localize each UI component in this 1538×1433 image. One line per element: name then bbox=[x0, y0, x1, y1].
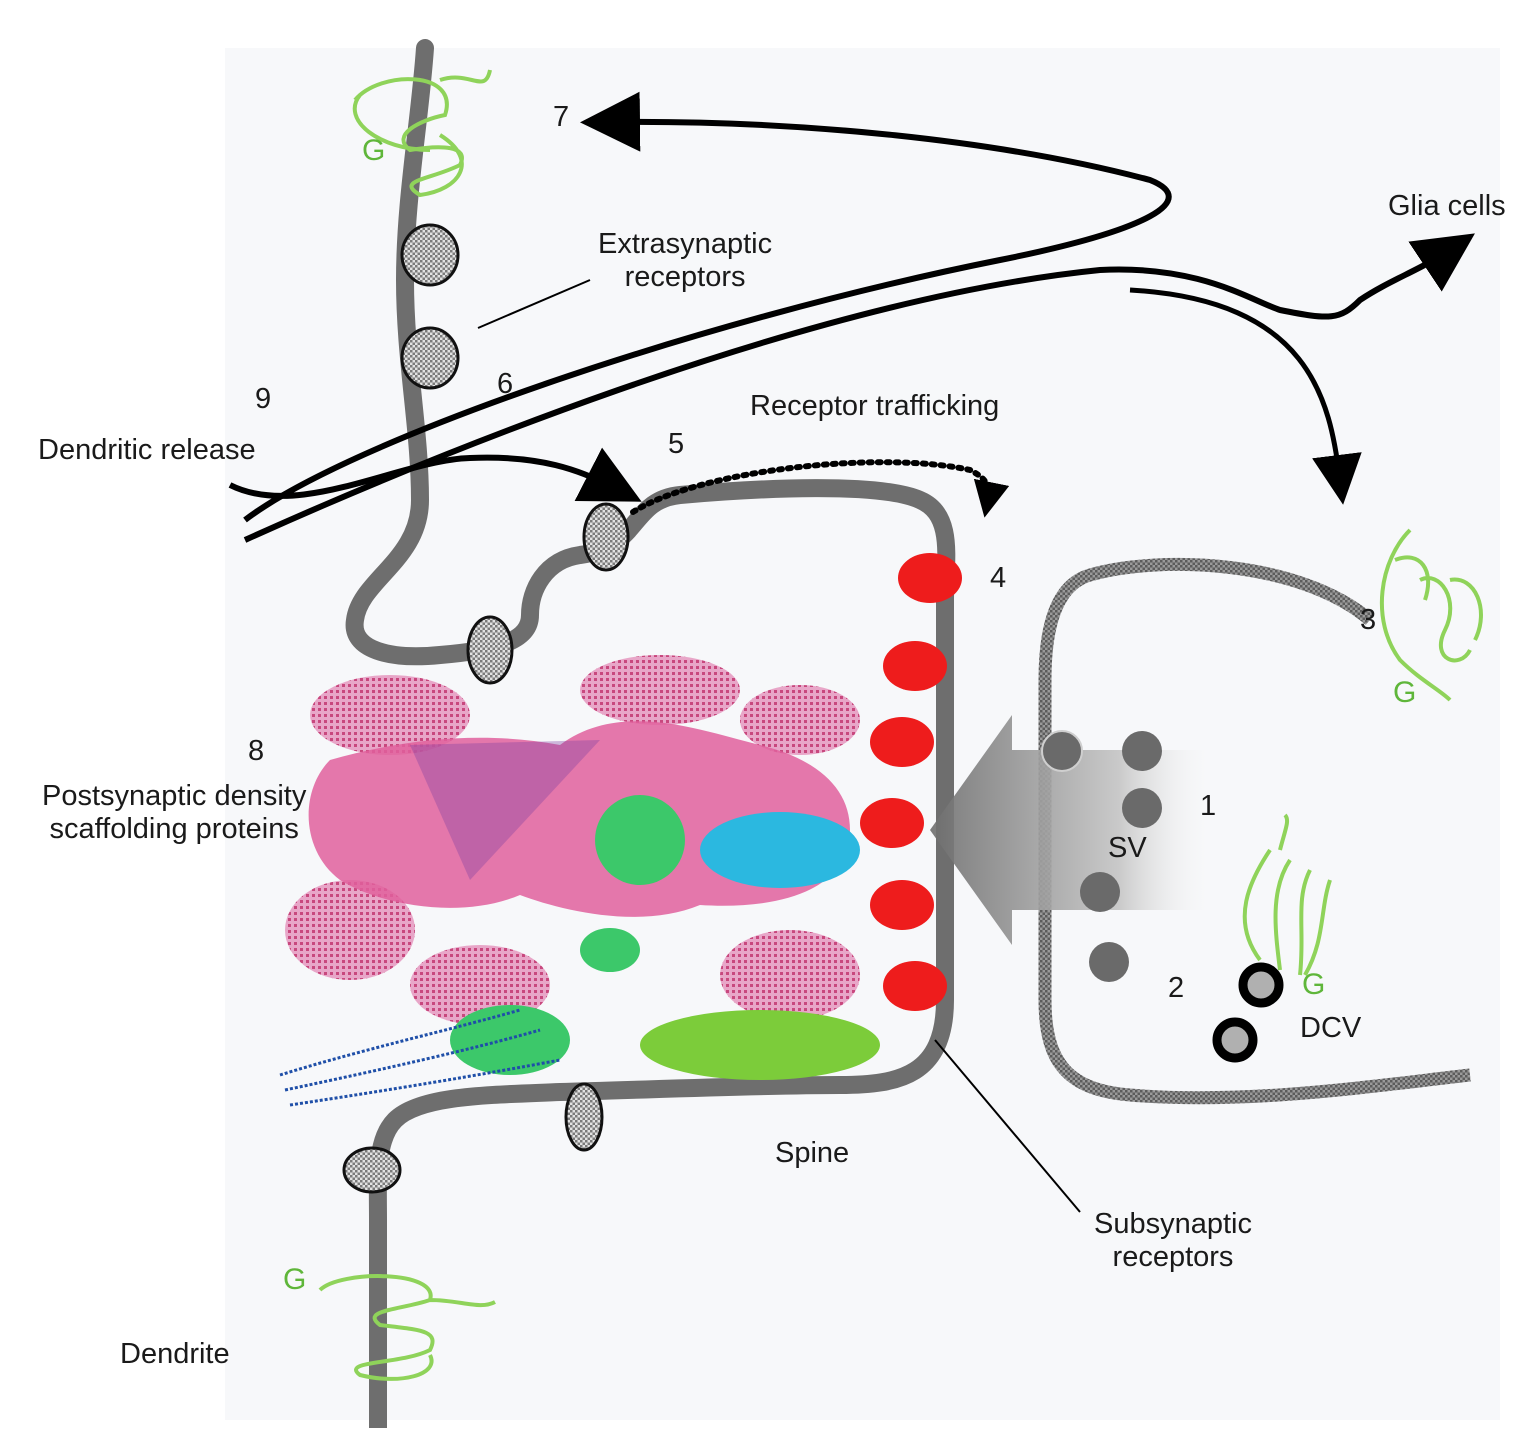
arrow-to-glia bbox=[243, 233, 1475, 543]
number-1: 1 bbox=[1200, 790, 1217, 822]
extrasynaptic-receptor bbox=[564, 1082, 604, 1152]
subsynaptic-label-line2: receptors bbox=[1112, 1241, 1234, 1273]
dense-core-vesicles bbox=[1212, 962, 1284, 1063]
release-arrow bbox=[930, 715, 1220, 945]
subsynaptic-receptor bbox=[860, 798, 924, 848]
dendrite-label: Dendrite bbox=[120, 1338, 230, 1370]
postsynaptic-density bbox=[279, 655, 880, 1107]
extrasynaptic-label-line2: receptors bbox=[624, 261, 746, 293]
subsynaptic-receptors bbox=[860, 553, 962, 1011]
psd-label-line2: scaffolding proteins bbox=[49, 813, 299, 845]
g-label-bottom: G bbox=[283, 1263, 307, 1296]
arrow-to-7 bbox=[243, 91, 1172, 523]
glycoprotein-dcv bbox=[1242, 813, 1332, 976]
psd-blob bbox=[310, 675, 470, 755]
glia-cells-label: Glia cells bbox=[1388, 190, 1506, 222]
glycoprotein-presynaptic bbox=[1379, 528, 1483, 702]
number-3: 3 bbox=[1360, 604, 1377, 636]
extrasynaptic-receptor bbox=[400, 326, 460, 390]
psd-blob bbox=[410, 945, 550, 1025]
vesicle bbox=[1041, 730, 1083, 772]
g-label-presynaptic: G bbox=[1393, 676, 1417, 709]
psd-label-line1: Postsynaptic density bbox=[42, 780, 307, 812]
vesicle bbox=[1089, 942, 1129, 982]
dcv bbox=[1238, 962, 1284, 1008]
glycoprotein-top bbox=[352, 69, 492, 198]
extrasynaptic-receptor bbox=[582, 502, 630, 572]
psd-cyan-protein bbox=[700, 812, 860, 888]
psd-green-protein bbox=[640, 1010, 880, 1080]
vesicle bbox=[1122, 788, 1162, 828]
psd-green-protein bbox=[595, 795, 685, 885]
subsynaptic-receptor bbox=[870, 717, 934, 767]
subsynaptic-receptors-label: Subsynaptic receptors bbox=[1094, 1208, 1252, 1274]
subsynaptic-receptor bbox=[883, 641, 947, 691]
extrasynaptic-receptors-label: Extrasynaptic receptors bbox=[598, 228, 772, 294]
psd-blob bbox=[720, 930, 860, 1020]
trafficking-arrows bbox=[228, 91, 1475, 1213]
extrasynaptic-pointer bbox=[477, 279, 591, 329]
extrasynaptic-receptor bbox=[400, 223, 460, 287]
vesicle bbox=[1080, 872, 1120, 912]
synaptic-vesicles bbox=[1041, 730, 1162, 982]
subsynaptic-label-line1: Subsynaptic bbox=[1094, 1208, 1252, 1240]
psd-blob bbox=[580, 655, 740, 725]
number-9: 9 bbox=[255, 383, 272, 415]
number-6: 6 bbox=[497, 368, 514, 400]
psd-green-protein bbox=[450, 1005, 570, 1075]
number-8: 8 bbox=[248, 735, 265, 767]
psd-green-protein bbox=[580, 928, 640, 972]
extrasynaptic-receptor bbox=[466, 615, 514, 685]
psd-blob bbox=[740, 685, 860, 755]
sv-label: SV bbox=[1108, 832, 1147, 864]
arrow-to-presynaptic bbox=[1129, 287, 1362, 505]
g-label-top: G bbox=[362, 134, 386, 167]
extrasynaptic-receptors bbox=[342, 223, 630, 1194]
receptor-trafficking-arrow bbox=[630, 459, 1010, 518]
psd-shadow bbox=[410, 740, 600, 880]
glycoprotein-bottom bbox=[318, 1274, 496, 1381]
vesicle bbox=[1122, 731, 1162, 771]
number-5: 5 bbox=[668, 428, 685, 460]
presynaptic-membrane bbox=[1038, 557, 1471, 1105]
number-2: 2 bbox=[1168, 972, 1185, 1004]
actin-filament bbox=[284, 1028, 541, 1092]
subsynaptic-receptor bbox=[898, 553, 962, 603]
subsynaptic-receptor bbox=[870, 880, 934, 930]
dcv-label: DCV bbox=[1300, 1012, 1362, 1044]
spine-label: Spine bbox=[775, 1137, 850, 1169]
subsynaptic-receptor bbox=[883, 961, 947, 1011]
extrasynaptic-receptor bbox=[342, 1146, 402, 1194]
number-7: 7 bbox=[553, 101, 570, 133]
psd-label: Postsynaptic density scaffolding protein… bbox=[42, 780, 306, 846]
receptor-trafficking-label: Receptor trafficking bbox=[750, 390, 1000, 422]
actin-filament bbox=[289, 1058, 561, 1107]
dcv bbox=[1212, 1017, 1258, 1063]
number-4: 4 bbox=[990, 562, 1007, 594]
g-label-dcv: G bbox=[1302, 968, 1326, 1001]
dendritic-release-label: Dendritic release bbox=[38, 434, 256, 466]
arrow-to-5 bbox=[228, 447, 642, 502]
subsynaptic-pointer bbox=[934, 1039, 1081, 1213]
actin-filament bbox=[279, 1008, 521, 1077]
glycoproteins bbox=[318, 69, 1483, 1381]
extrasynaptic-label-line1: Extrasynaptic bbox=[598, 228, 773, 260]
psd-blob bbox=[285, 880, 415, 980]
